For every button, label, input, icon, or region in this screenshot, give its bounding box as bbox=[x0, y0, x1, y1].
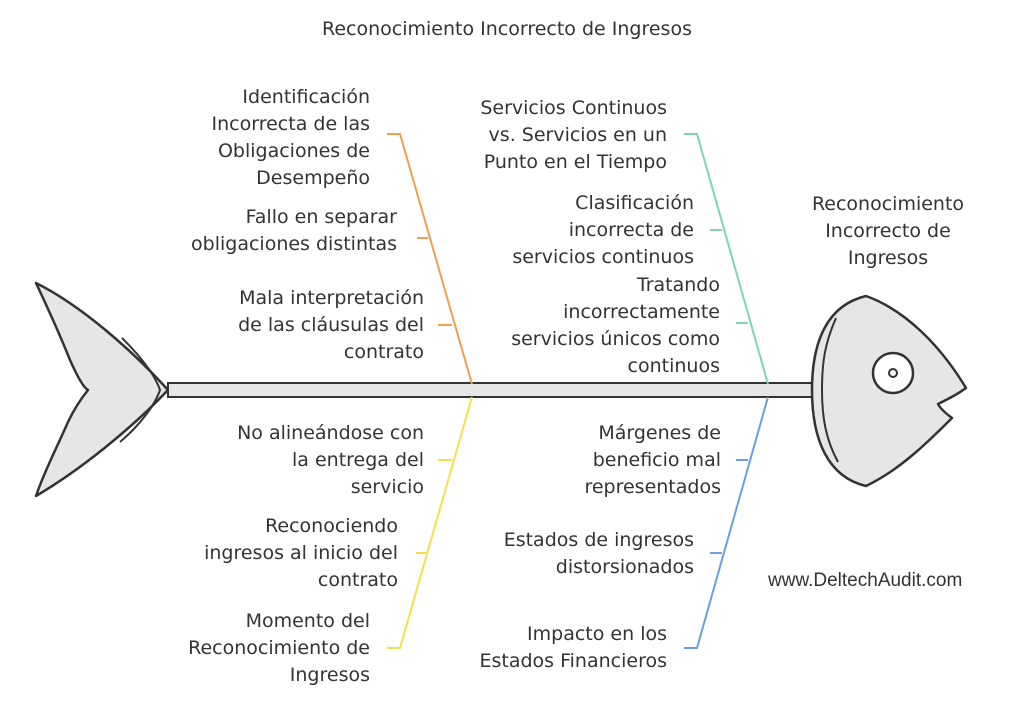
category-top-right: Servicios Continuos vs. Servicios en un … bbox=[480, 97, 667, 173]
watermark-url: www.DeltechAudit.com bbox=[768, 570, 963, 591]
cause-bottom-left-2: Reconociendo ingresos al inicio del cont… bbox=[204, 515, 398, 591]
category-bottom-right: Impacto en los Estados Financieros bbox=[479, 623, 667, 672]
cause-top-left-1: Fallo en separar obligaciones distintas bbox=[191, 206, 397, 255]
category-top-left: Identificación Incorrecta de las Obligac… bbox=[211, 86, 370, 189]
cause-top-left-2: Mala interpretación de las cláusulas del… bbox=[238, 287, 424, 363]
bone-top-right bbox=[684, 133, 769, 385]
cause-bottom-left-1: No alineándose con la entrega del servic… bbox=[237, 422, 424, 498]
bone-bottom-right bbox=[684, 396, 769, 649]
bone-top-left bbox=[387, 133, 473, 385]
category-bottom-left: Momento del Reconocimiento de Ingresos bbox=[188, 610, 370, 686]
pupil-icon bbox=[888, 368, 898, 378]
bone-bottom-left bbox=[387, 396, 473, 649]
diagram-title: Reconocimiento Incorrecto de Ingresos bbox=[322, 18, 692, 40]
cause-top-right-2: Tratando incorrectamente servicios único… bbox=[511, 274, 720, 377]
spine bbox=[167, 382, 826, 398]
cause-bottom-right-1: Márgenes de beneficio mal representados bbox=[584, 422, 721, 498]
head-label: Reconocimiento Incorrecto de Ingresos bbox=[811, 193, 965, 269]
cause-bottom-right-2: Estados de ingresos distorsionados bbox=[503, 529, 694, 578]
tail-inner-line bbox=[119, 337, 162, 443]
head-gill-line bbox=[820, 317, 839, 463]
cause-top-right-1: Clasificación incorrecta de servicios co… bbox=[512, 192, 694, 268]
